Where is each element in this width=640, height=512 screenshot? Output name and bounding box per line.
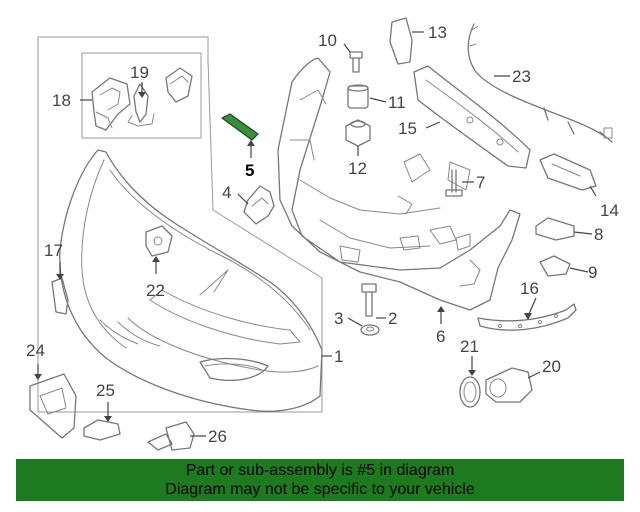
part-16-molding[interactable]	[477, 303, 577, 331]
callout-13: 13	[428, 23, 447, 42]
callout-5: 5	[245, 161, 254, 180]
part-21-ring[interactable]	[459, 376, 481, 408]
callout-18: 18	[52, 91, 71, 110]
part-25-bracket[interactable]	[83, 419, 121, 441]
part-14-bracket[interactable]	[539, 153, 597, 191]
callout-8: 8	[594, 225, 603, 244]
callout-16: 16	[520, 279, 539, 298]
part-11-grommet[interactable]	[347, 84, 369, 109]
callout-1: 1	[334, 347, 343, 366]
callout-14: 14	[600, 201, 619, 220]
footer-line-2: Diagram may not be specific to your vehi…	[165, 481, 475, 498]
callout-12: 12	[348, 159, 367, 178]
part-7-stud[interactable]	[445, 169, 463, 197]
part-24-plate[interactable]	[29, 373, 77, 439]
callout-7: 7	[476, 173, 485, 192]
part-6-absorber[interactable]	[277, 57, 521, 311]
callout-23: 23	[512, 67, 531, 86]
callout-22: 22	[146, 281, 165, 300]
part-10-bolt[interactable]	[349, 51, 363, 73]
callout-19: 19	[130, 63, 149, 82]
part-2-bolt[interactable]	[361, 283, 377, 317]
part-22-bracket[interactable]	[145, 225, 173, 257]
callout-26: 26	[208, 427, 227, 446]
part-3-washer[interactable]	[360, 324, 380, 336]
part-1-bumper-cover[interactable]	[59, 149, 323, 412]
part-8-clip[interactable]	[535, 217, 575, 241]
callout-11: 11	[388, 93, 406, 112]
part-26-sensor[interactable]	[147, 421, 195, 451]
callout-4: 4	[222, 183, 231, 202]
part-19-bracket[interactable]	[165, 67, 193, 103]
callout-9: 9	[588, 263, 597, 282]
callout-17: 17	[44, 241, 63, 260]
callout-25: 25	[96, 381, 115, 400]
part-15-reinforcement[interactable]	[413, 65, 531, 169]
part-13-bracket[interactable]	[389, 17, 413, 65]
callout-20: 20	[542, 357, 561, 376]
parts-diagram: 1 2 3 4 5 6 7 8 9 10 11 12 13 14 15 16 1…	[26, 17, 619, 451]
callout-10: 10	[318, 31, 337, 50]
part-20-sensor[interactable]	[485, 367, 533, 403]
part-18-bracket[interactable]	[91, 77, 131, 131]
part-9-clip[interactable]	[539, 255, 571, 277]
assembly-outline-box	[37, 36, 323, 413]
callout-15: 15	[398, 119, 417, 138]
callout-3: 3	[334, 309, 343, 328]
callout-2: 2	[388, 309, 397, 328]
callout-21: 21	[460, 337, 479, 356]
callout-6: 6	[436, 327, 445, 346]
part-19-clip[interactable]	[127, 83, 155, 127]
subassembly-box-18-19	[81, 52, 202, 139]
footer-line-1: Part or sub-assembly is #5 in diagram	[185, 462, 455, 479]
callout-24: 24	[26, 341, 45, 360]
callout-labels: 1 2 3 4 5 6 7 8 9 10 11 12 13 14 15 16 1…	[26, 23, 619, 446]
leader-lines	[34, 31, 597, 437]
part-23-wiring-harness[interactable]	[467, 23, 613, 143]
part-12-nut[interactable]	[345, 119, 371, 147]
part-4-bracket[interactable]	[243, 185, 275, 225]
footer-banner: Part or sub-assembly is #5 in diagram Di…	[16, 459, 624, 501]
part-5-highlighted[interactable]	[221, 113, 259, 141]
